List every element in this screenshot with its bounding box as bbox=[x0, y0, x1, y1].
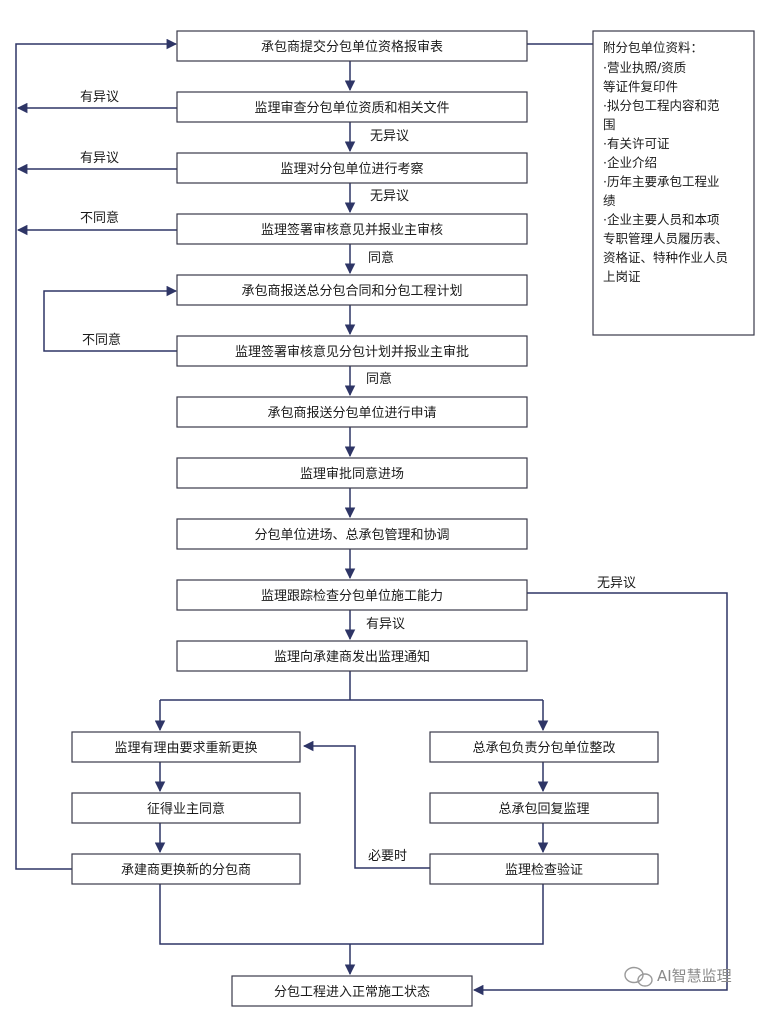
node-10: 监理跟踪检查分包单位施工能力 bbox=[176, 579, 528, 611]
wechat-icon bbox=[624, 966, 653, 987]
node-18: 分包工程进入正常施工状态 bbox=[231, 975, 473, 1007]
note-line-10: 专职管理人员履历表、 bbox=[603, 231, 728, 246]
note-line-8: 绩 bbox=[603, 193, 616, 208]
label-no-objection-1: 无异议 bbox=[370, 129, 409, 144]
node-3: 监理对分包单位进行考察 bbox=[176, 152, 528, 184]
note-line-12: 上岗证 bbox=[603, 269, 641, 284]
node-9: 分包单位进场、总承包管理和协调 bbox=[176, 518, 528, 550]
node-10-text: 监理跟踪检查分包单位施工能力 bbox=[261, 589, 443, 604]
node-6: 监理签署审核意见分包计划并报业主审批 bbox=[176, 335, 528, 367]
node-14: 承建商更换新的分包商 bbox=[71, 853, 301, 885]
node-8: 监理审批同意进场 bbox=[176, 457, 528, 489]
node-15: 总承包负责分包单位整改 bbox=[429, 731, 659, 763]
node-12-text: 监理有理由要求重新更换 bbox=[114, 740, 257, 756]
label-agree-1: 同意 bbox=[368, 250, 394, 266]
node-2: 监理审查分包单位资质和相关文件 bbox=[176, 91, 528, 123]
note-line-6: ·企业介绍 bbox=[603, 155, 657, 170]
node-14-text: 承建商更换新的分包商 bbox=[121, 862, 251, 878]
note-line-1: ·营业执照/资质 bbox=[603, 60, 686, 75]
node-4-text: 监理签署审核意见并报业主审核 bbox=[261, 222, 443, 238]
node-5: 承包商报送总分包合同和分包工程计划 bbox=[176, 274, 528, 306]
node-7: 承包商报送分包单位进行申请 bbox=[176, 396, 528, 428]
label-objection-1: 有异议 bbox=[80, 90, 119, 105]
label-disagree-1: 不同意 bbox=[80, 210, 119, 226]
node-7-text: 承包商报送分包单位进行申请 bbox=[267, 406, 436, 421]
note-line-3: ·拟分包工程内容和范 bbox=[603, 98, 719, 113]
label-no-objection-2: 无异议 bbox=[370, 189, 409, 204]
watermark-text: AI智慧监理 bbox=[657, 967, 732, 985]
node-12: 监理有理由要求重新更换 bbox=[71, 731, 301, 763]
node-13-text: 征得业主同意 bbox=[147, 801, 225, 817]
note-line-9: ·企业主要人员和本项 bbox=[603, 212, 719, 227]
attachment-note: 附分包单位资料： ·营业执照/资质 等证件复印件 ·拟分包工程内容和范 围 ·有… bbox=[592, 30, 755, 336]
node-1-text: 承包商提交分包单位资格报审表 bbox=[261, 39, 443, 55]
label-agree-2: 同意 bbox=[366, 371, 392, 387]
label-no-objection-3: 无异议 bbox=[597, 576, 636, 591]
node-18-text: 分包工程进入正常施工状态 bbox=[274, 985, 430, 1000]
label-disagree-2: 不同意 bbox=[82, 332, 121, 348]
node-17: 监理检查验证 bbox=[429, 853, 659, 885]
note-line-4: 围 bbox=[603, 117, 616, 132]
note-line-7: ·历年主要承包工程业 bbox=[603, 174, 719, 189]
note-line-5: ·有关许可证 bbox=[603, 136, 670, 151]
node-3-text: 监理对分包单位进行考察 bbox=[280, 162, 423, 177]
note-title: 附分包单位资料： bbox=[603, 40, 703, 55]
node-1: 承包商提交分包单位资格报审表 bbox=[176, 30, 528, 62]
node-16-text: 总承包回复监理 bbox=[498, 802, 589, 817]
label-when-necessary: 必要时 bbox=[368, 849, 407, 864]
watermark: AI智慧监理 bbox=[624, 966, 732, 987]
node-6-text: 监理签署审核意见分包计划并报业主审批 bbox=[235, 344, 469, 360]
node-11: 监理向承建商发出监理通知 bbox=[176, 640, 528, 672]
node-16: 总承包回复监理 bbox=[429, 792, 659, 824]
node-9-text: 分包单位进场、总承包管理和协调 bbox=[254, 528, 449, 543]
connectors bbox=[15, 38, 728, 996]
node-4: 监理签署审核意见并报业主审核 bbox=[176, 213, 528, 245]
node-17-text: 监理检查验证 bbox=[505, 862, 583, 878]
note-line-2: 等证件复印件 bbox=[603, 79, 678, 94]
label-objection-2: 有异议 bbox=[80, 151, 119, 166]
node-11-text: 监理向承建商发出监理通知 bbox=[274, 649, 430, 665]
note-line-11: 资格证、特种作业人员 bbox=[603, 250, 728, 265]
node-15-text: 总承包负责分包单位整改 bbox=[472, 741, 615, 756]
node-2-text: 监理审查分包单位资质和相关文件 bbox=[254, 101, 449, 116]
node-13: 征得业主同意 bbox=[71, 792, 301, 824]
node-5-text: 承包商报送总分包合同和分包工程计划 bbox=[241, 284, 462, 299]
node-8-text: 监理审批同意进场 bbox=[300, 466, 404, 482]
label-objection-3: 有异议 bbox=[366, 617, 405, 632]
